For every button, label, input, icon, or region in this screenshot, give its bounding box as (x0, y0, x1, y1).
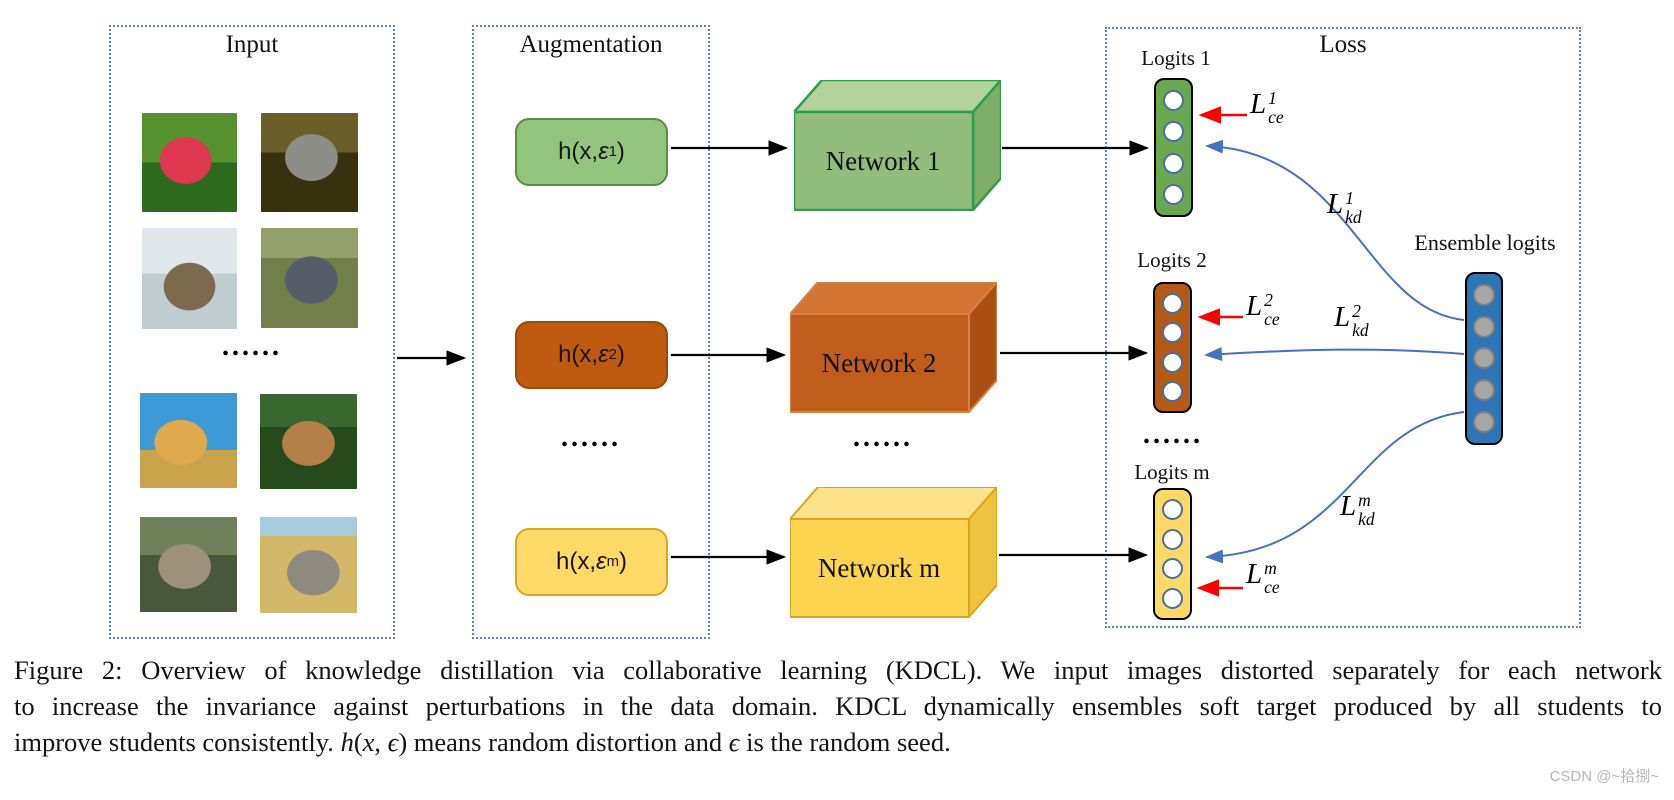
aug-label-suffix: ) (616, 138, 625, 165)
loss-panel (1105, 27, 1581, 628)
logits-ellipsis: ...... (1143, 419, 1203, 450)
input-image-pomegranate (142, 113, 237, 212)
figure-caption: Figure 2: Overview of knowledge distilla… (14, 652, 1662, 760)
network-2-box: Network 2 (790, 282, 997, 413)
logit-circle (1162, 351, 1183, 373)
epsilon-symbol: ε (598, 341, 609, 368)
logit-circle (1163, 90, 1184, 112)
input-image-cheetah (140, 393, 237, 488)
logit-circle (1162, 381, 1183, 403)
ensemble-logits-column (1465, 272, 1503, 445)
logit-circle (1163, 183, 1184, 205)
watermark: CSDN @~拾捌~ (1549, 768, 1659, 785)
logit-circle (1473, 411, 1495, 434)
input-image-baboon (142, 228, 237, 329)
aug-label-prefix: h(x, (558, 138, 599, 165)
network-2-label: Network 2 (822, 348, 937, 378)
logits-1-label: Logits 1 (1141, 46, 1211, 70)
logit-circle (1162, 498, 1183, 520)
logits-m-column (1153, 488, 1192, 620)
input-image-dog (260, 394, 357, 489)
network-1-label: Network 1 (826, 146, 941, 176)
aug-label-suffix: ) (616, 341, 625, 368)
logit-circle (1163, 121, 1184, 143)
logit-circle (1162, 558, 1183, 580)
logit-circle (1162, 528, 1183, 550)
aug-label-prefix: h(x, (556, 548, 597, 575)
caption-line: to increase the invariance against pertu… (14, 691, 1662, 721)
input-panel-title: Input (225, 31, 279, 58)
caption-line: Figure 2: Overview of knowledge distilla… (14, 655, 1662, 685)
network-m-label: Network m (818, 553, 940, 583)
logit-circle (1162, 322, 1183, 344)
logit-circle (1162, 588, 1183, 610)
logit-circle (1473, 379, 1495, 402)
input-image-elephant (260, 517, 357, 613)
aug-label-suffix: ) (618, 548, 627, 575)
caption-line: improve students consistently. h(x, ϵ) m… (14, 727, 951, 757)
input-panel (109, 25, 395, 639)
augmentation-ellipsis: ...... (561, 422, 621, 453)
augmentation-panel (472, 25, 710, 639)
logits-1-column (1154, 78, 1193, 217)
epsilon-symbol: ε (596, 548, 607, 575)
logit-circle (1473, 315, 1495, 338)
logit-circle (1162, 292, 1183, 314)
epsilon-subscript: 2 (608, 347, 617, 363)
input-ellipsis: ...... (222, 331, 282, 362)
network-m-box: Network m (790, 487, 997, 618)
network-1-box: Network 1 (794, 80, 1001, 211)
augmentation-panel-title: Augmentation (519, 31, 663, 58)
logit-circle (1473, 283, 1495, 306)
epsilon-symbol: ε (598, 138, 609, 165)
ensemble-logits-label: Ensemble logits (1414, 230, 1556, 255)
epsilon-subscript: 1 (608, 144, 617, 160)
input-image-lemur (140, 517, 237, 612)
loss-panel-title: Loss (1319, 31, 1367, 58)
logit-circle (1163, 152, 1184, 174)
logits-m-label: Logits m (1134, 460, 1210, 484)
aug-label-prefix: h(x, (558, 341, 599, 368)
logits-2-column (1153, 282, 1192, 413)
epsilon-subscript: m (606, 554, 619, 570)
input-image-parrot (261, 113, 358, 212)
networks-ellipsis: ...... (853, 422, 913, 453)
logit-circle (1473, 347, 1495, 370)
input-image-squirrel (261, 228, 358, 328)
logits-2-label: Logits 2 (1137, 248, 1207, 272)
